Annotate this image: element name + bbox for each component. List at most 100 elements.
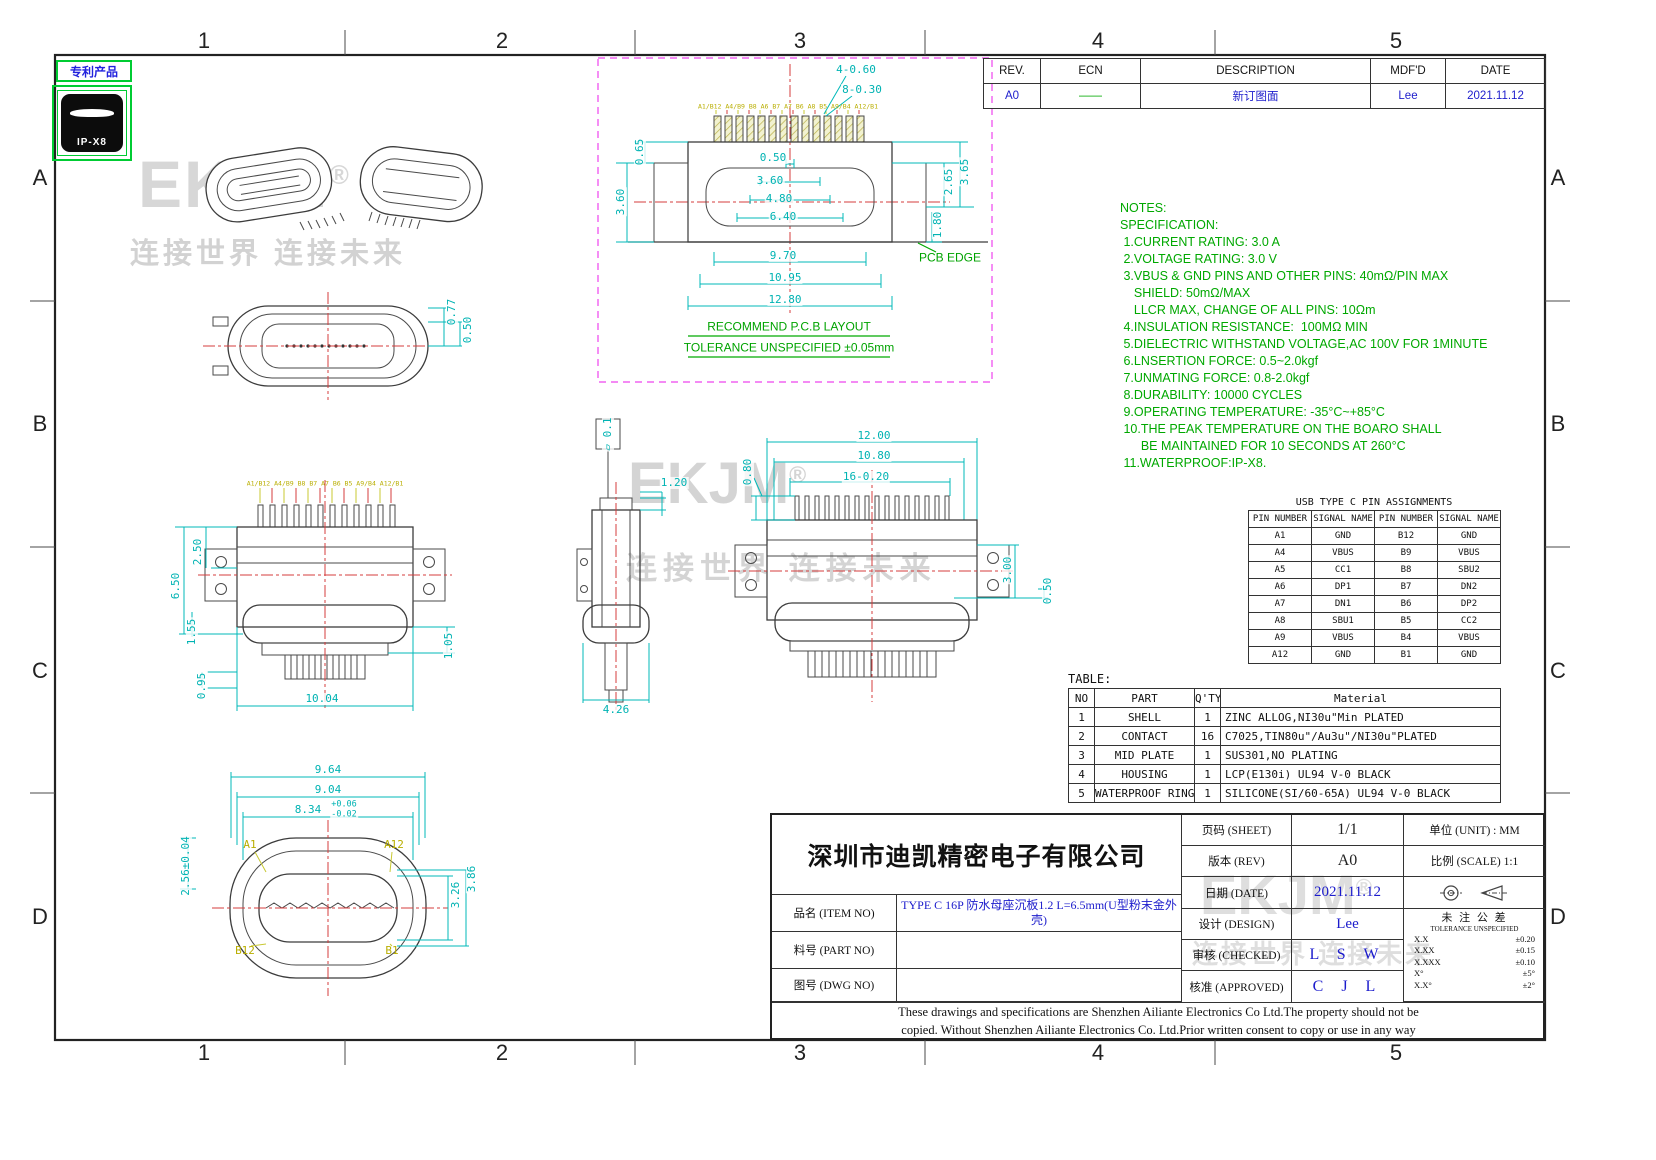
dim-label: 6.40	[768, 209, 798, 224]
grid-label: 4	[1091, 1040, 1105, 1065]
mdfd-header: MDF'D	[1370, 58, 1446, 84]
view-top	[203, 292, 462, 400]
watermark-slogan: 连接世界 连接未来	[1192, 939, 1435, 969]
note-line: 11.WATERPROOF:IP-X8.	[1120, 456, 1267, 470]
item-no-label: 品名 (ITEM NO)	[772, 895, 897, 932]
signal-name-cell: VBUS	[1311, 629, 1375, 647]
note-line: SPECIFICATION:	[1120, 218, 1219, 232]
signal-name-cell: CC1	[1311, 561, 1375, 579]
dim-label: 3.60	[755, 173, 785, 188]
signal-name-cell: DP2	[1437, 595, 1501, 613]
tolerance-subtitle: TOLERANCE UNSPECIFIED	[1430, 925, 1519, 933]
note-line: 2.VOLTAGE RATING: 3.0 V	[1120, 252, 1277, 266]
tolerance-row: X.X±0.20	[1414, 934, 1535, 944]
material-cell: ZINC ALLOG,NI30u"Min PLATED	[1220, 707, 1501, 727]
rev-label: 版本 (REV)	[1182, 846, 1292, 877]
dwg-no-value	[897, 969, 1182, 1002]
signal-name-cell: VBUS	[1437, 544, 1501, 562]
material-table-label: TABLE:	[1068, 672, 1112, 686]
grid-label: 3	[793, 1040, 807, 1065]
grid-label: 2	[495, 28, 509, 53]
pin-table-row: A8 SBU1 B5 CC2	[1248, 612, 1501, 630]
note-line: 10.THE PEAK TEMPERATURE ON THE BOARO SHA…	[1120, 422, 1442, 436]
signal-name-cell: DP1	[1311, 578, 1375, 596]
pin-table-row: A1 GND B12 GND	[1248, 527, 1501, 545]
material-cell: SUS301,NO PLATING	[1220, 745, 1501, 765]
no-cell: 4	[1068, 764, 1095, 784]
pin-b12-label: B12	[235, 943, 255, 957]
approved-label: 核准 (APPROVED)	[1182, 971, 1292, 1002]
dim-label: 1.80	[930, 210, 945, 240]
tolerance-row: X.XXX±0.10	[1414, 956, 1535, 967]
signal-name-cell: SBU2	[1437, 561, 1501, 579]
pin-number-cell: A6	[1248, 578, 1312, 596]
description-value: 新订图面	[1140, 83, 1371, 109]
pin-number-cell: A1	[1248, 527, 1312, 545]
view-front-left	[175, 480, 455, 711]
signal-name-cell: VBUS	[1437, 629, 1501, 647]
checked-label: 审核 (CHECKED)	[1182, 940, 1292, 971]
tolerance-title: 未 注 公 差	[1441, 912, 1508, 924]
pin-table-row: A6 DP1 B7 DN2	[1248, 578, 1501, 596]
pin-number-cell: B7	[1374, 578, 1438, 596]
dim-label: 0.65	[632, 137, 647, 167]
grid-label: C	[32, 657, 48, 683]
qty-cell: 1	[1194, 707, 1221, 727]
material-row: 5 WATERPROOF RING 1 SILICONE(SI/60-65A) …	[1068, 783, 1501, 803]
title-block: 深圳市迪凯精密电子有限公司 品名 (ITEM NO) TYPE C 16P 防水…	[770, 813, 1545, 1040]
dim-label: 3.60	[613, 187, 628, 217]
view-side	[576, 418, 666, 714]
view-perspective-1	[205, 147, 345, 231]
projection-symbols-cell	[1404, 877, 1545, 909]
part-cell: SHELL	[1094, 707, 1195, 727]
material-row: 1 SHELL 1 ZINC ALLOG,NI30u"Min PLATED	[1068, 707, 1501, 727]
pin-table-row: A4 VBUS B9 VBUS	[1248, 544, 1501, 562]
dim-label: 3.00	[1000, 555, 1015, 585]
rev-header: REV.	[983, 58, 1041, 84]
part-cell: HOUSING	[1094, 764, 1195, 784]
sheet-value: 1/1	[1292, 815, 1404, 846]
material-table: NO PART Q'TY Material 1 SHELL 1 ZINC ALL…	[1068, 688, 1501, 803]
no-cell: 3	[1068, 745, 1095, 765]
dim-label: 3.65	[957, 157, 972, 187]
dim-label: 4-0.60	[835, 62, 877, 77]
disclaimer-line: These drawings and specifications are Sh…	[898, 1005, 1419, 1019]
disclaimer-line: copied. Without Shenzhen Ailiante Electr…	[901, 1022, 1416, 1037]
grid-label: C	[1550, 657, 1566, 683]
note-line: 4.INSULATION RESISTANCE: 100MΩ MIN	[1120, 320, 1368, 334]
note-line: 6.LNSERTION FORCE: 0.5~2.0kgf	[1120, 354, 1319, 368]
dim-label: 0.50	[758, 150, 788, 165]
dim-label: 10.80	[856, 448, 892, 463]
rev-value: A0	[983, 83, 1041, 109]
part-no-label: 料号 (PART NO)	[772, 932, 897, 969]
tolerance-row: X.X°±2°	[1414, 979, 1535, 990]
pin-callout-labels: A1/B12 A4/B9 B8 A6 B7 A7 B6 A8 B5 A9/B4 …	[697, 102, 879, 111]
watermark-slogan: 连接世界 连接未来	[130, 238, 407, 270]
part-cell: CONTACT	[1094, 726, 1195, 746]
signal-name-cell: DN1	[1311, 595, 1375, 613]
pin-number-cell: B5	[1374, 612, 1438, 630]
dim-tolerance-upper: +0.06	[330, 799, 358, 810]
disclaimer: These drawings and specifications are Sh…	[772, 1002, 1545, 1040]
dim-label: 0.50	[460, 315, 475, 345]
grid-label: 1	[197, 28, 211, 53]
signal-name-cell: DN2	[1437, 578, 1501, 596]
mdfd-value: Lee	[1370, 83, 1446, 109]
grid-label: B	[32, 411, 48, 437]
note-line: 8.DURABILITY: 10000 CYCLES	[1120, 388, 1303, 402]
dim-label: 10.04	[304, 691, 340, 706]
note-line: 1.CURRENT RATING: 3.0 A	[1120, 235, 1280, 249]
patent-label: 专利产品	[56, 60, 132, 82]
pin-a1-label: A1	[243, 837, 257, 851]
tolerance-row: X°±5°	[1414, 968, 1535, 979]
grid-label: 5	[1389, 1040, 1403, 1065]
signal-name-cell: SBU1	[1311, 612, 1375, 630]
grid-label: A	[1550, 165, 1566, 191]
pin-table-row: A9 VBUS B4 VBUS	[1248, 629, 1501, 647]
pin-a12-label: A12	[384, 837, 404, 851]
pin-table-row: A7 DN1 B6 DP2	[1248, 595, 1501, 613]
dim-label: 2.65	[941, 167, 956, 197]
